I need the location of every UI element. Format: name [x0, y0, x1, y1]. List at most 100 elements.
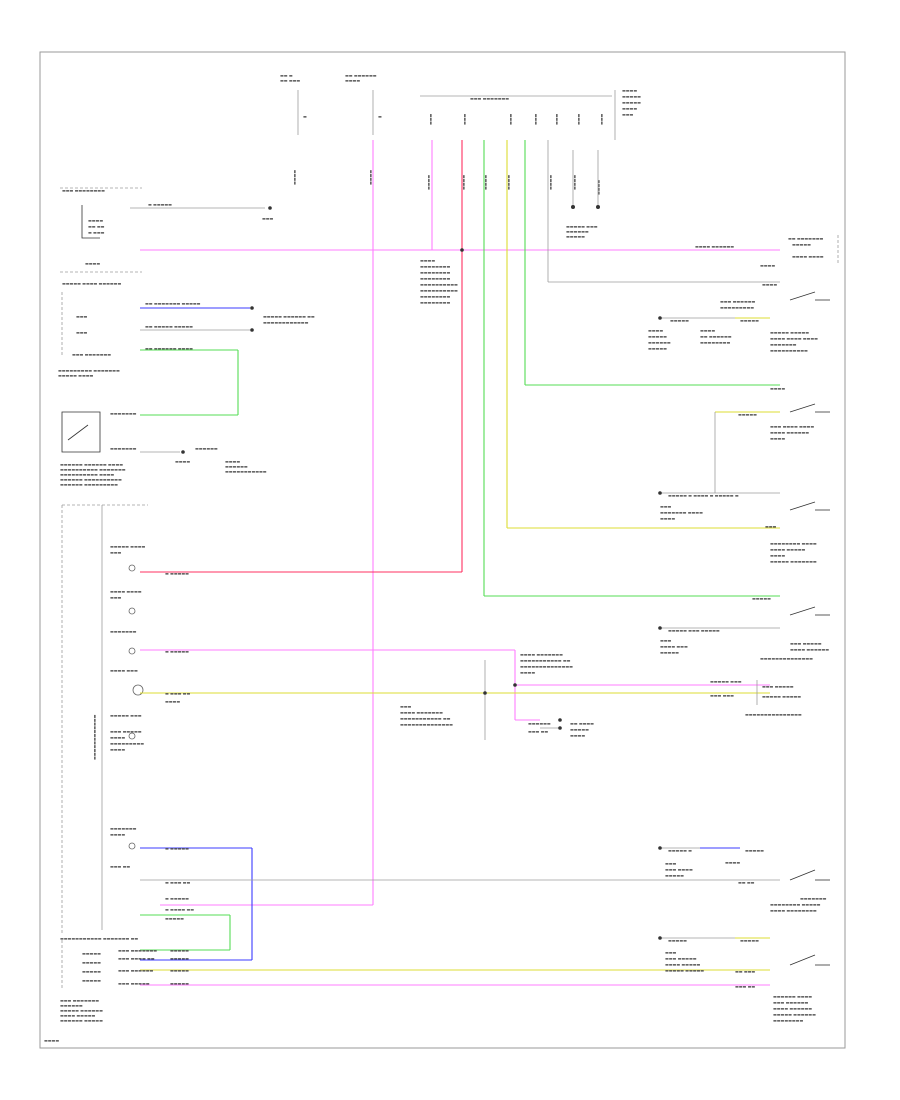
svg-text:▬▬▬ ▬▬▬▬▬▬▬: ▬▬▬ ▬▬▬▬▬▬▬ — [470, 96, 509, 101]
svg-text:▬ ▬▬▬ ▬▬: ▬ ▬▬▬ ▬▬ — [165, 880, 190, 885]
wire-yellow — [140, 140, 780, 971]
svg-text:▬▬▬▬▬▬▬ ▬▬▬▬: ▬▬▬▬▬▬▬ ▬▬▬▬ — [660, 510, 703, 515]
svg-text:▬▬▬ ▬▬▬▬▬: ▬▬▬ ▬▬▬▬▬ — [110, 729, 142, 734]
svg-text:▬▬▬▬▬▬ ▬▬▬▬: ▬▬▬▬▬▬ ▬▬▬▬ — [773, 994, 812, 999]
svg-text:▬▬▬▬▬ ▬▬▬▬▬▬: ▬▬▬▬▬ ▬▬▬▬▬▬ — [773, 1012, 816, 1017]
svg-text:▬▬▬▬▬: ▬▬▬▬▬ — [82, 978, 101, 983]
svg-text:▬▬▬: ▬▬▬ — [508, 113, 513, 125]
svg-text:▬▬▬▬ ▬▬▬▬▬▬▬▬: ▬▬▬▬ ▬▬▬▬▬▬▬▬ — [770, 908, 817, 913]
svg-text:▬▬▬▬: ▬▬▬▬ — [770, 553, 785, 558]
svg-text:▬▬▬: ▬▬▬ — [76, 314, 88, 319]
svg-text:▬▬▬▬: ▬▬▬▬ — [548, 175, 553, 190]
svg-text:▬▬▬▬▬▬▬▬▬: ▬▬▬▬▬▬▬▬▬ — [720, 305, 754, 310]
svg-text:▬▬▬▬▬: ▬▬▬▬▬ — [660, 650, 679, 655]
svg-text:▬▬▬▬▬ ▬▬▬▬ ▬▬▬▬▬▬: ▬▬▬▬▬ ▬▬▬▬ ▬▬▬▬▬▬ — [62, 281, 121, 286]
svg-text:▬▬▬▬ ▬▬▬▬: ▬▬▬▬ ▬▬▬▬ — [110, 589, 142, 594]
svg-text:▬▬▬▬▬▬: ▬▬▬▬▬▬ — [566, 229, 589, 234]
svg-text:▬▬▬: ▬▬▬ — [400, 704, 412, 709]
svg-text:▬▬▬ ▬▬▬▬▬▬: ▬▬▬ ▬▬▬▬▬▬ — [773, 1000, 809, 1005]
svg-text:▬▬ ▬▬▬▬▬▬ ▬▬▬▬: ▬▬ ▬▬▬▬▬▬ ▬▬▬▬ — [145, 346, 193, 351]
svg-text:▬▬▬▬▬▬▬▬: ▬▬▬▬▬▬▬▬ — [420, 276, 450, 281]
svg-text:▬▬▬▬▬: ▬▬▬▬▬ — [170, 968, 189, 973]
svg-text:▬▬▬▬ ▬▬▬▬▬: ▬▬▬▬ ▬▬▬▬▬ — [770, 547, 806, 552]
svg-text:▬▬▬▬▬: ▬▬▬▬▬ — [752, 596, 771, 601]
svg-text:▬▬▬▬ ▬▬▬▬▬▬: ▬▬▬▬ ▬▬▬▬▬▬ — [790, 647, 829, 652]
splice-points — [460, 248, 562, 730]
svg-text:▬▬▬▬▬▬: ▬▬▬▬▬▬ — [60, 1003, 83, 1008]
svg-text:▬▬▬ ▬▬▬▬ ▬▬: ▬▬▬ ▬▬▬▬ ▬▬ — [118, 956, 155, 961]
svg-text:▬▬▬▬: ▬▬▬▬ — [368, 170, 373, 185]
door-ajar-switch-lr: ▬▬▬▬▬ ▬ ▬▬▬▬ ▬ ▬▬▬▬▬ ▬ ▬▬▬ ▬▬▬▬▬▬▬ ▬▬▬▬ … — [658, 491, 830, 564]
svg-text:▬▬▬▬: ▬▬▬▬ — [760, 263, 775, 268]
svg-text:▬▬▬▬: ▬▬▬▬ — [622, 106, 637, 111]
svg-text:▬▬▬: ▬▬▬ — [462, 113, 467, 125]
svg-text:▬▬▬▬▬▬▬▬▬▬: ▬▬▬▬▬▬▬▬▬▬ — [420, 288, 458, 293]
svg-text:▬▬▬▬: ▬▬▬▬ — [110, 735, 125, 740]
svg-text:▬▬▬▬▬: ▬▬▬▬▬ — [792, 242, 811, 247]
svg-text:▬▬▬: ▬▬▬ — [533, 113, 538, 125]
svg-text:▬▬▬▬: ▬▬▬▬ — [110, 832, 125, 837]
svg-text:▬▬▬▬: ▬▬▬▬ — [175, 459, 190, 464]
svg-text:▬▬▬▬▬▬▬▬: ▬▬▬▬▬▬▬▬ — [420, 270, 450, 275]
svg-text:▬▬ ▬▬: ▬▬ ▬▬ — [738, 880, 755, 885]
svg-text:▬▬▬: ▬▬▬ — [660, 504, 672, 509]
svg-text:▬▬▬▬: ▬▬▬▬ — [88, 218, 103, 223]
svg-text:▬ ▬▬▬ ▬▬: ▬ ▬▬▬ ▬▬ — [165, 691, 190, 696]
svg-text:▬▬▬▬: ▬▬▬▬ — [292, 170, 297, 185]
svg-text:▬▬▬▬▬ ▬▬▬▬: ▬▬▬▬▬ ▬▬▬▬ — [110, 544, 146, 549]
svg-text:▬▬▬▬: ▬▬▬▬ — [165, 699, 180, 704]
svg-text:▬▬▬▬▬▬▬▬: ▬▬▬▬▬▬▬▬ — [700, 340, 730, 345]
svg-text:▬ ▬▬▬▬▬: ▬ ▬▬▬▬▬ — [165, 896, 189, 901]
svg-text:▬▬▬ ▬▬▬▬▬▬▬▬: ▬▬▬ ▬▬▬▬▬▬▬▬ — [62, 188, 105, 193]
svg-text:▬▬▬▬▬▬: ▬▬▬▬▬▬ — [225, 464, 248, 469]
svg-text:▬▬▬▬▬: ▬▬▬▬▬ — [82, 969, 101, 974]
svg-text:▬▬▬▬ ▬▬▬▬: ▬▬▬▬ ▬▬▬▬ — [792, 254, 824, 259]
svg-text:▬▬▬: ▬▬▬ — [262, 216, 274, 221]
svg-text:▬▬▬ ▬▬▬▬: ▬▬▬ ▬▬▬▬ — [665, 867, 693, 872]
svg-text:▬▬▬ ▬▬▬▬▬▬: ▬▬▬ ▬▬▬▬▬▬ — [118, 968, 154, 973]
svg-text:▬▬▬▬▬▬▬▬▬▬▬▬▬▬: ▬▬▬▬▬▬▬▬▬▬▬▬▬▬ — [520, 664, 573, 669]
svg-text:▬▬▬▬▬ ▬▬▬: ▬▬▬▬▬ ▬▬▬ — [110, 713, 142, 718]
svg-text:▬▬▬▬▬: ▬▬▬▬▬ — [738, 412, 757, 417]
svg-text:▬▬▬▬▬▬▬▬: ▬▬▬▬▬▬▬▬ — [420, 294, 450, 299]
svg-text:▬▬ ▬▬▬: ▬▬ ▬▬▬ — [280, 78, 300, 83]
svg-text:▬▬▬▬: ▬▬▬▬ — [770, 386, 785, 391]
svg-text:▬▬▬▬▬: ▬▬▬▬▬ — [740, 938, 759, 943]
door-ajar-switch-rf: ▬▬▬▬▬ ▬▬▬▬▬ ▬▬▬ ▬▬▬▬▬▬ ▬▬▬▬▬▬▬▬▬ ▬▬▬▬ ▬▬… — [648, 291, 830, 353]
svg-text:▬▬▬▬▬▬▬▬▬▬ ▬▬▬▬: ▬▬▬▬▬▬▬▬▬▬ ▬▬▬▬ — [60, 472, 114, 477]
svg-text:▬▬▬: ▬▬▬ — [660, 638, 672, 643]
svg-text:▬▬▬▬▬: ▬▬▬▬▬ — [648, 346, 667, 351]
svg-text:▬▬▬▬: ▬▬▬▬ — [762, 282, 777, 287]
svg-text:▬▬▬▬: ▬▬▬▬ — [506, 175, 511, 190]
svg-text:▬▬▬▬▬ ▬▬▬: ▬▬▬▬▬ ▬▬▬ — [566, 224, 598, 229]
svg-text:▬▬▬ ▬▬▬▬▬: ▬▬▬ ▬▬▬▬▬ — [762, 684, 794, 689]
svg-text:▬▬▬▬▬▬▬▬▬▬ ▬▬▬▬▬▬▬: ▬▬▬▬▬▬▬▬▬▬ ▬▬▬▬▬▬▬ — [60, 467, 126, 472]
svg-text:▬▬▬▬: ▬▬▬▬ — [622, 88, 637, 93]
svg-text:▬▬▬▬▬▬▬▬▬▬▬▬▬▬▬: ▬▬▬▬▬▬▬▬▬▬▬▬▬▬▬ — [745, 712, 802, 717]
svg-text:▬▬▬▬: ▬▬▬▬ — [770, 436, 785, 441]
svg-text:▬▬▬▬▬▬▬▬▬ ▬▬▬▬▬▬▬: ▬▬▬▬▬▬▬▬▬ ▬▬▬▬▬▬▬ — [58, 368, 120, 373]
brake-fluid-level-switch: ▬▬▬▬▬ ▬▬▬▬▬ ▬▬▬ ▬▬▬ ▬▬▬▬▬ ▬▬▬▬ ▬▬▬▬▬ ▬▬▬… — [118, 896, 830, 1023]
svg-text:▬▬▬▬: ▬▬▬▬ — [426, 175, 431, 190]
svg-text:▬▬▬▬▬▬ ▬▬▬▬▬▬▬▬▬: ▬▬▬▬▬▬ ▬▬▬▬▬▬▬▬▬ — [60, 482, 118, 487]
svg-text:▬▬▬ ▬▬▬▬▬▬▬: ▬▬▬ ▬▬▬▬▬▬▬ — [72, 352, 111, 357]
svg-text:▬▬▬▬: ▬▬▬▬ — [44, 1038, 59, 1043]
svg-text:▬ ▬▬▬: ▬ ▬▬▬ — [88, 230, 105, 235]
svg-text:▬▬ ▬▬▬▬▬ ▬▬▬▬▬: ▬▬ ▬▬▬▬▬ ▬▬▬▬▬ — [145, 324, 193, 329]
svg-text:▬▬▬▬▬: ▬▬▬▬▬ — [740, 318, 759, 323]
svg-text:▬▬▬▬▬ ▬▬▬▬▬▬▬: ▬▬▬▬▬ ▬▬▬▬▬▬▬ — [770, 559, 817, 564]
svg-text:▬▬▬▬▬ ▬▬▬: ▬▬▬▬▬ ▬▬▬ — [710, 679, 742, 684]
svg-text:▬▬▬▬▬: ▬▬▬▬▬ — [745, 848, 764, 853]
svg-text:▬▬▬▬▬ ▬▬▬▬▬▬: ▬▬▬▬▬ ▬▬▬▬▬▬ — [60, 1008, 103, 1013]
svg-text:▬▬▬ ▬▬▬▬▬▬: ▬▬▬ ▬▬▬▬▬▬ — [720, 299, 756, 304]
svg-text:▬▬▬▬▬▬▬: ▬▬▬▬▬▬▬ — [800, 896, 827, 901]
parking-brake-switch: ▬▬▬▬▬ ▬ ▬▬▬▬▬ ▬▬▬▬ ▬▬▬ ▬▬▬ ▬▬▬▬ ▬▬▬▬▬ ▬▬… — [165, 846, 830, 913]
svg-text:▬▬▬▬▬▬▬: ▬▬▬▬▬▬▬ — [770, 342, 797, 347]
abs-control-module: ▬▬▬▬▬ ▬▬▬▬▬ ▬▬▬▬▬ ▬▬▬▬▬ ▬▬▬ ▬▬▬▬▬▬▬ ▬▬▬▬… — [44, 940, 103, 1043]
svg-text:▬▬▬▬ ▬▬▬▬▬▬▬: ▬▬▬▬ ▬▬▬▬▬▬▬ — [400, 710, 443, 715]
svg-text:▬▬▬ ▬▬: ▬▬▬ ▬▬ — [110, 864, 130, 869]
svg-text:▬▬▬▬▬: ▬▬▬▬▬ — [670, 318, 689, 323]
svg-text:▬▬▬▬▬▬▬▬▬: ▬▬▬▬▬▬▬▬▬ — [110, 741, 144, 746]
svg-text:▬▬▬▬▬: ▬▬▬▬▬ — [82, 960, 101, 965]
svg-text:▬▬▬ ▬▬▬▬▬: ▬▬▬ ▬▬▬▬▬ — [790, 641, 822, 646]
